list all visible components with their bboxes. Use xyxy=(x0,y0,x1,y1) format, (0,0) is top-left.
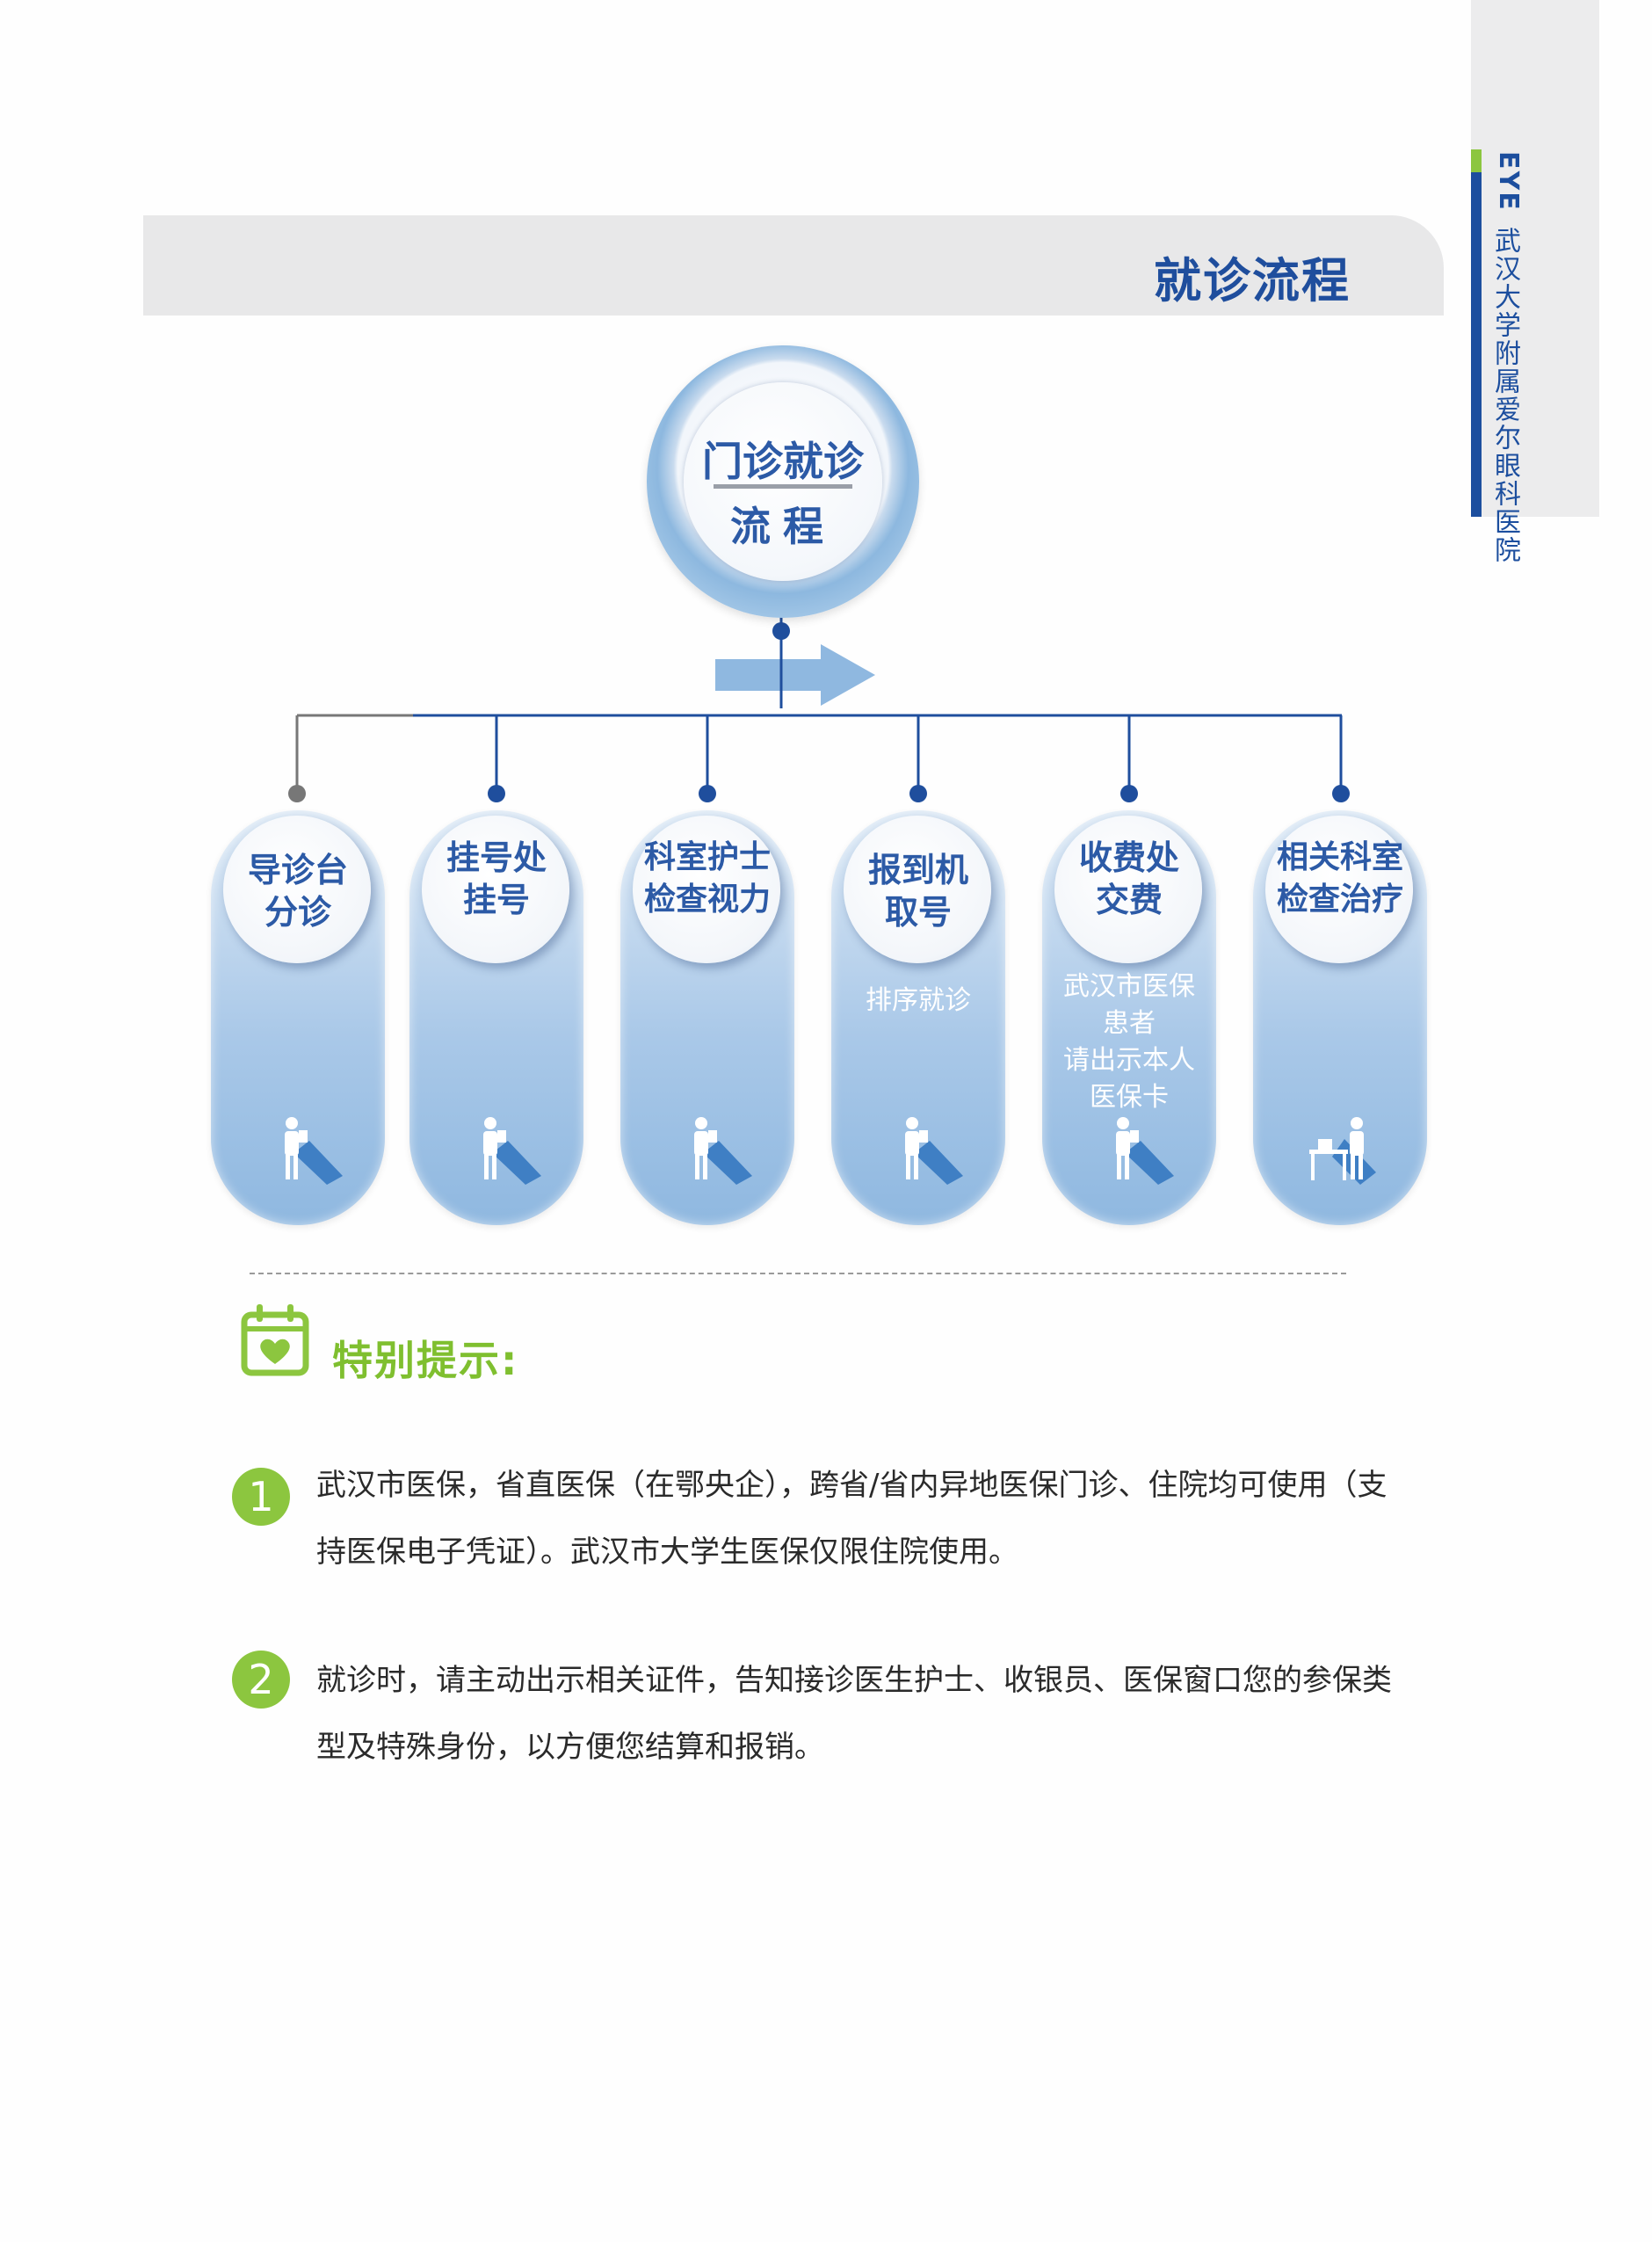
side-tab xyxy=(1471,0,1599,517)
flow-step-registration: 挂号处 挂号 xyxy=(409,810,583,1225)
flow-step-vision-check: 科室护士 检查视力 xyxy=(620,810,794,1225)
flow-center-divider xyxy=(714,484,852,489)
step-note: 排序就诊 xyxy=(866,985,971,1016)
person-icon xyxy=(1116,1117,1174,1185)
step-title: 科室护士 检查视力 xyxy=(643,839,771,918)
flow-step-guide: 导诊台 分诊 xyxy=(211,810,385,1225)
flow-center-title: 门诊就诊 xyxy=(702,438,864,485)
calendar-heart-icon xyxy=(241,1304,309,1376)
flow-step-treatment: 相关科室 检查治疗 xyxy=(1253,810,1427,1225)
step-title: 相关科室 检查治疗 xyxy=(1276,839,1403,918)
doctor-desk-icon xyxy=(1309,1117,1376,1185)
notice-title: 特别提示: xyxy=(332,1337,519,1384)
step-title: 挂号处 挂号 xyxy=(446,838,547,919)
notice-number-2: 2 xyxy=(232,1651,290,1709)
notice-item-1: 武汉市医保，省直医保（在鄂央企），跨省/省内异地医保门诊、住院均可使用（支持医保… xyxy=(316,1468,1388,1570)
step-badge xyxy=(1054,816,1202,963)
step-title: 收费处 交费 xyxy=(1078,838,1179,919)
flow-center-inner: 门诊就诊 流程 xyxy=(684,382,882,581)
person-icon xyxy=(483,1117,541,1185)
step-badge xyxy=(422,816,569,963)
brand-logo: EYE xyxy=(1493,151,1524,212)
step-badge xyxy=(1265,816,1413,963)
hospital-name: 武汉大学附属爱尔眼科医院 xyxy=(1489,227,1520,564)
step-note: 武汉市医保 患者 请出示本人 医保卡 xyxy=(1063,971,1195,1113)
step-badge xyxy=(844,816,991,963)
flow-center-subtitle: 流程 xyxy=(730,503,836,550)
step-title: 报到机 取号 xyxy=(867,851,968,932)
person-icon xyxy=(905,1117,963,1185)
flow-step-payment: 收费处 交费 武汉市医保 患者 请出示本人 医保卡 xyxy=(1042,810,1216,1225)
page-title: 就诊流程 xyxy=(1154,253,1351,308)
side-accent-blue xyxy=(1471,172,1482,517)
flow-center-circle: 门诊就诊 流程 xyxy=(647,345,919,618)
step-badge xyxy=(633,816,780,963)
step-title: 导诊台 分诊 xyxy=(247,851,348,932)
flow-connectors xyxy=(288,615,1350,802)
notice-item-2: 就诊时，请主动出示相关证件，告知接诊医生护士、收银员、医保窗口您的参保类型及特殊… xyxy=(316,1663,1392,1765)
person-icon xyxy=(285,1117,343,1185)
person-icon xyxy=(694,1117,752,1185)
dashed-divider xyxy=(250,1273,1346,1274)
notice-number-1: 1 xyxy=(232,1468,290,1526)
step-badge xyxy=(223,816,371,963)
flow-step-check-in: 报到机 取号 排序就诊 xyxy=(831,810,1005,1225)
header-banner: 就诊流程 xyxy=(143,215,1444,316)
